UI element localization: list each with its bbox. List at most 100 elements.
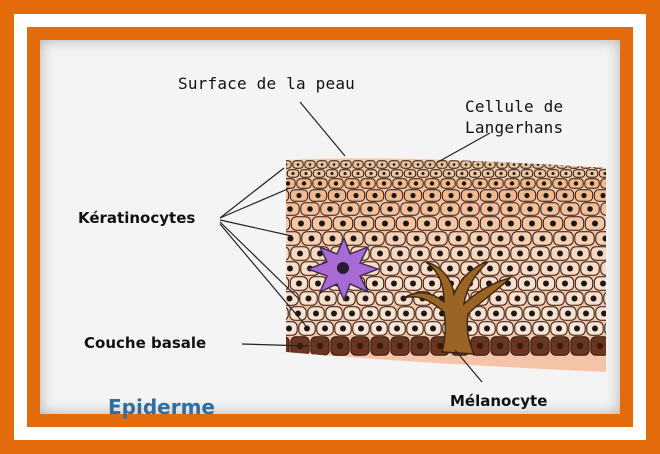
cell-nucleus [297, 163, 300, 166]
cell-nucleus [340, 326, 346, 332]
cell-nucleus [498, 236, 504, 242]
cell-nucleus [505, 193, 510, 198]
cell-nucleus [391, 193, 396, 198]
keratinocyte-cell [601, 262, 619, 275]
langerhans-label-line1: Cellule de [465, 96, 563, 117]
cell-nucleus [287, 296, 293, 302]
cell-nucleus [357, 172, 360, 175]
cell-nucleus [376, 326, 382, 332]
cell-nucleus [333, 163, 336, 166]
cell-nucleus [417, 343, 423, 349]
cell-nucleus [496, 296, 502, 302]
cell-nucleus [372, 236, 378, 242]
cell-nucleus [604, 172, 607, 175]
cell-nucleus [330, 236, 336, 242]
cell-nucleus [500, 172, 503, 175]
cell-nucleus [370, 172, 373, 175]
cell-nucleus [478, 181, 482, 185]
cell-nucleus [367, 206, 373, 212]
cell-nucleus [437, 343, 443, 349]
cell-nucleus [417, 251, 423, 257]
cell-nucleus [578, 172, 581, 175]
cell-nucleus [513, 163, 516, 166]
cell-nucleus [319, 221, 325, 227]
cell-nucleus [369, 163, 372, 166]
cell-nucleus [398, 181, 402, 185]
cell-nucleus [577, 343, 583, 349]
cell-nucleus [331, 311, 337, 317]
keratinocyte-cell [545, 161, 555, 168]
cell-nucleus [457, 251, 463, 257]
cell-nucleus [445, 221, 451, 227]
cell-nucleus [313, 311, 319, 317]
cell-nucleus [610, 326, 616, 332]
cell-nucleus [448, 193, 453, 198]
cell-nucleus [547, 206, 553, 212]
cell-nucleus [448, 172, 451, 175]
cell-nucleus [550, 221, 556, 227]
cell-nucleus [562, 193, 567, 198]
cell-nucleus [383, 172, 386, 175]
cell-nucleus [407, 206, 413, 212]
cell-nucleus [484, 326, 490, 332]
cell-nucleus [475, 311, 481, 317]
cell-nucleus [565, 172, 568, 175]
cell-nucleus [600, 193, 605, 198]
cell-nucleus [565, 311, 571, 317]
basal-cell [611, 337, 629, 355]
cell-nucleus [456, 236, 462, 242]
cell-nucleus [453, 163, 456, 166]
keratinocyte-cell [601, 179, 615, 188]
cell-nucleus [407, 266, 413, 272]
cell-nucleus [305, 172, 308, 175]
cell-nucleus [296, 281, 302, 287]
cell-nucleus [609, 163, 612, 166]
cell-nucleus [322, 326, 328, 332]
cell-nucleus [489, 163, 492, 166]
cell-nucleus [534, 296, 540, 302]
cell-nucleus [549, 163, 552, 166]
cell-nucleus [349, 311, 355, 317]
cell-nucleus [572, 296, 578, 302]
cell-nucleus [524, 281, 530, 287]
cell-nucleus [417, 163, 420, 166]
cell-nucleus [277, 251, 283, 257]
cell-nucleus [447, 206, 453, 212]
cell-nucleus [446, 181, 450, 185]
cell-nucleus [515, 296, 521, 302]
cell-nucleus [377, 343, 383, 349]
cell-nucleus [525, 163, 528, 166]
cell-nucleus [617, 172, 620, 175]
cell-nucleus [465, 163, 468, 166]
cell-nucleus [385, 311, 391, 317]
surface-label: Surface de la peau [178, 74, 355, 93]
cell-nucleus [387, 206, 393, 212]
cell-nucleus [571, 221, 577, 227]
cell-nucleus [592, 221, 598, 227]
cell-nucleus [337, 343, 343, 349]
cell-nucleus [396, 172, 399, 175]
cell-nucleus [331, 172, 334, 175]
cell-nucleus [350, 181, 354, 185]
cell-nucleus [414, 236, 420, 242]
cell-nucleus [325, 296, 331, 302]
cell-nucleus [277, 281, 283, 287]
cell-nucleus [461, 172, 464, 175]
cell-nucleus [583, 311, 589, 317]
cell-nucleus [321, 163, 324, 166]
cell-nucleus [387, 266, 393, 272]
cell-nucleus [486, 193, 491, 198]
cell-nucleus [327, 206, 333, 212]
cell-nucleus [474, 172, 477, 175]
cell-nucleus [435, 172, 438, 175]
cell-nucleus [562, 281, 568, 287]
cell-nucleus [429, 163, 432, 166]
cell-nucleus [592, 326, 598, 332]
cell-nucleus [601, 311, 607, 317]
cell-nucleus [347, 206, 353, 212]
cell-nucleus [529, 311, 535, 317]
cell-nucleus [613, 221, 619, 227]
keratinocytes-label: Kératinocytes [78, 209, 195, 227]
cell-nucleus [403, 221, 409, 227]
cell-nucleus [318, 181, 322, 185]
